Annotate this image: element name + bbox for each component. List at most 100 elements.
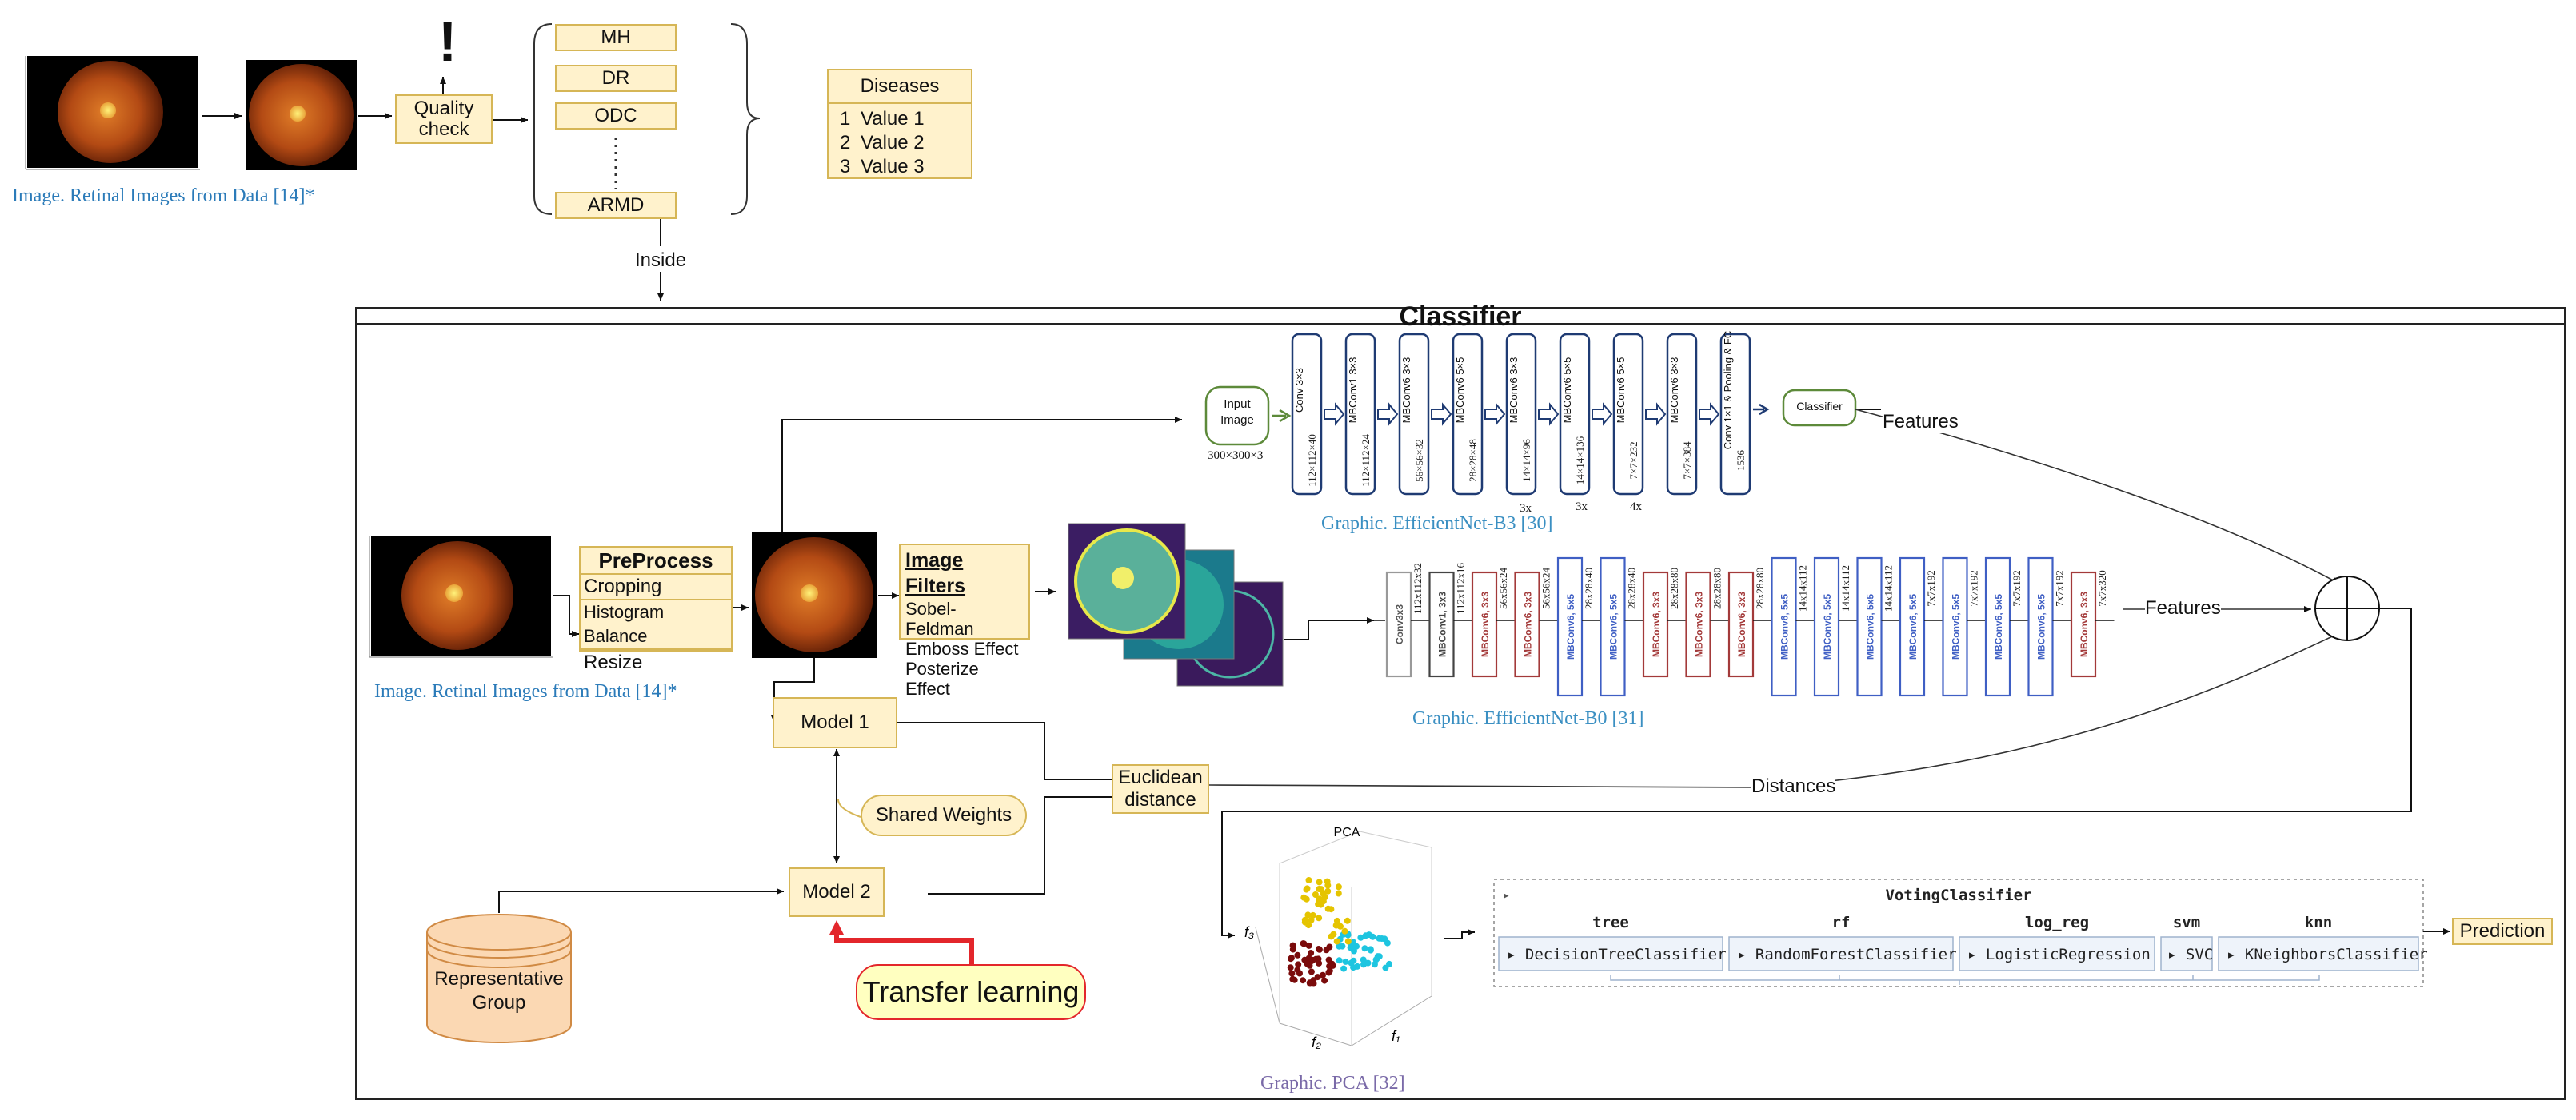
main-retina-plot <box>369 536 553 658</box>
b3-layer-box <box>1344 333 1376 496</box>
voting-classifier: ▸ VotingClassifier tree rf log_reg svm k… <box>1493 879 2428 987</box>
b3-layer-label: Conv 1×1 & Pooling & FC <box>1722 331 1734 450</box>
distances-label: Distances <box>1751 775 1836 798</box>
pca-point <box>1307 980 1314 987</box>
b3-layer-box <box>1666 333 1698 496</box>
b0-layer-box <box>1428 571 1455 678</box>
pca-point <box>1341 927 1348 935</box>
b3-layer-label: MBConv6 3×3 <box>1400 357 1412 424</box>
b3-layer-label: MBConv6 3×3 <box>1508 357 1520 424</box>
arrow <box>553 595 579 637</box>
voting-est-knn: ▸ KNeighborsClassifier <box>2227 946 2428 963</box>
top-retina-cropped <box>246 60 357 170</box>
pca-f1: f₁ <box>1392 1028 1400 1044</box>
b0-layer-dim: 7x7x192 <box>1925 570 1937 607</box>
b0-layer-box <box>1514 571 1540 678</box>
pca-point <box>1291 976 1298 983</box>
b0-layer-label: MBConv6, 5x5 <box>1822 594 1833 660</box>
arrow-to-voting <box>1444 929 1475 939</box>
pca-point <box>1300 940 1308 947</box>
voting-estimator-box <box>2218 936 2419 971</box>
left-bracket <box>533 23 553 215</box>
pca-point <box>1361 945 1368 952</box>
pca-point <box>1386 960 1392 967</box>
b3-flow-arrow <box>1324 402 1345 426</box>
b3-layer-dim: 7×7×232 <box>1627 441 1639 479</box>
b3-rep: 3x <box>1520 502 1532 515</box>
b0-layer-box <box>1813 556 1840 697</box>
voting-est-tree: ▸ DecisionTreeClassifier <box>1507 946 1727 963</box>
pca-point <box>1325 969 1332 976</box>
preprocess-box: PreProcess Cropping Histogram Balance Re… <box>579 546 733 673</box>
b0-layer-dim: 28x28x80 <box>1754 568 1766 609</box>
b3-layer-box <box>1452 333 1484 496</box>
b3-layer-box <box>1612 333 1644 496</box>
voting-head-knn: knn <box>2305 914 2332 931</box>
b3-input-image <box>1204 385 1270 446</box>
representative-group-label: Representative Group <box>434 968 564 1014</box>
pca-point <box>1295 961 1302 968</box>
pca-point <box>1326 963 1333 970</box>
b0-layer-dim: 7x7x192 <box>1968 570 1980 607</box>
b3-classifier-node <box>1782 389 1857 427</box>
pca-point <box>1321 894 1328 901</box>
b3-layer-label: MBConv6 5×5 <box>1454 357 1466 424</box>
b0-layer-box <box>1899 556 1926 697</box>
transfer-learning-label: Transfer learning <box>856 964 1086 1020</box>
b0-layer-dim: 56x56x24 <box>1497 568 1509 610</box>
b0-layer-label: MBConv6, 3x3 <box>1651 592 1662 657</box>
pca-point <box>1324 887 1332 895</box>
b0-layer-label: MBConv6, 5x5 <box>1608 594 1619 660</box>
pca-point <box>1301 919 1308 926</box>
pca-point <box>1320 971 1326 979</box>
pca-point <box>1305 942 1312 949</box>
pca-caption: Graphic. PCA [32] <box>1260 1073 1405 1094</box>
b0-layer-box <box>2070 571 2097 678</box>
pca-point <box>1336 957 1343 964</box>
b0-layer-dim: 14x14x112 <box>1839 565 1851 612</box>
b3-layer-label: MBConv6 5×5 <box>1615 357 1627 424</box>
features-label-b0: Features <box>2145 597 2221 620</box>
pca-point <box>1321 977 1328 984</box>
b3-layer-dim: 7×7×384 <box>1681 441 1693 480</box>
pca-point <box>1362 932 1369 939</box>
arrow-to-b0 <box>1284 617 1374 640</box>
pca-point <box>1308 968 1315 975</box>
voting-estimator-box <box>2160 936 2213 971</box>
pca-point <box>1300 894 1308 901</box>
b3-flow-arrow <box>1753 403 1770 416</box>
pca-point <box>1304 911 1312 919</box>
b0-layer-box <box>1385 571 1412 678</box>
pca-point <box>1316 915 1323 922</box>
pca-point <box>1364 959 1372 967</box>
pca-point <box>1304 885 1311 892</box>
pca-point <box>1342 958 1349 965</box>
pca-point <box>1288 970 1296 977</box>
pca-point <box>1340 965 1348 972</box>
pca-point <box>1348 959 1355 967</box>
prediction-box: Prediction <box>2452 918 2553 945</box>
inside-label: Inside <box>635 249 687 271</box>
b3-flow-arrow <box>1592 402 1613 426</box>
pca-point <box>1294 951 1301 959</box>
pca-title: PCA <box>1334 826 1360 839</box>
voting-head-log-reg: log_reg <box>2025 914 2089 931</box>
b3-input-label: Input Image <box>1220 397 1254 427</box>
b0-layer-box <box>1642 571 1669 678</box>
processed-retina <box>752 532 877 658</box>
b0-layer-label: MBConv6, 3x3 <box>1736 592 1747 657</box>
quality-check-box: Quality check <box>395 94 493 144</box>
filter-item: Emboss Effect <box>905 639 1019 659</box>
image-filters-title: Image Filters <box>905 549 966 597</box>
b0-layer-box <box>1942 556 1968 697</box>
pca-point <box>1357 934 1364 941</box>
classifier-title: Classifier <box>1399 301 1522 332</box>
voting-head-tree: tree <box>1592 914 1629 931</box>
preprocess-item: Cropping <box>581 575 731 600</box>
right-brace <box>730 23 761 215</box>
b0-layer-box <box>1856 556 1883 697</box>
pca-point <box>1360 956 1367 963</box>
b3-layer-dim: 14×14×136 <box>1574 436 1586 484</box>
arrow-to-pca <box>1221 608 2412 939</box>
